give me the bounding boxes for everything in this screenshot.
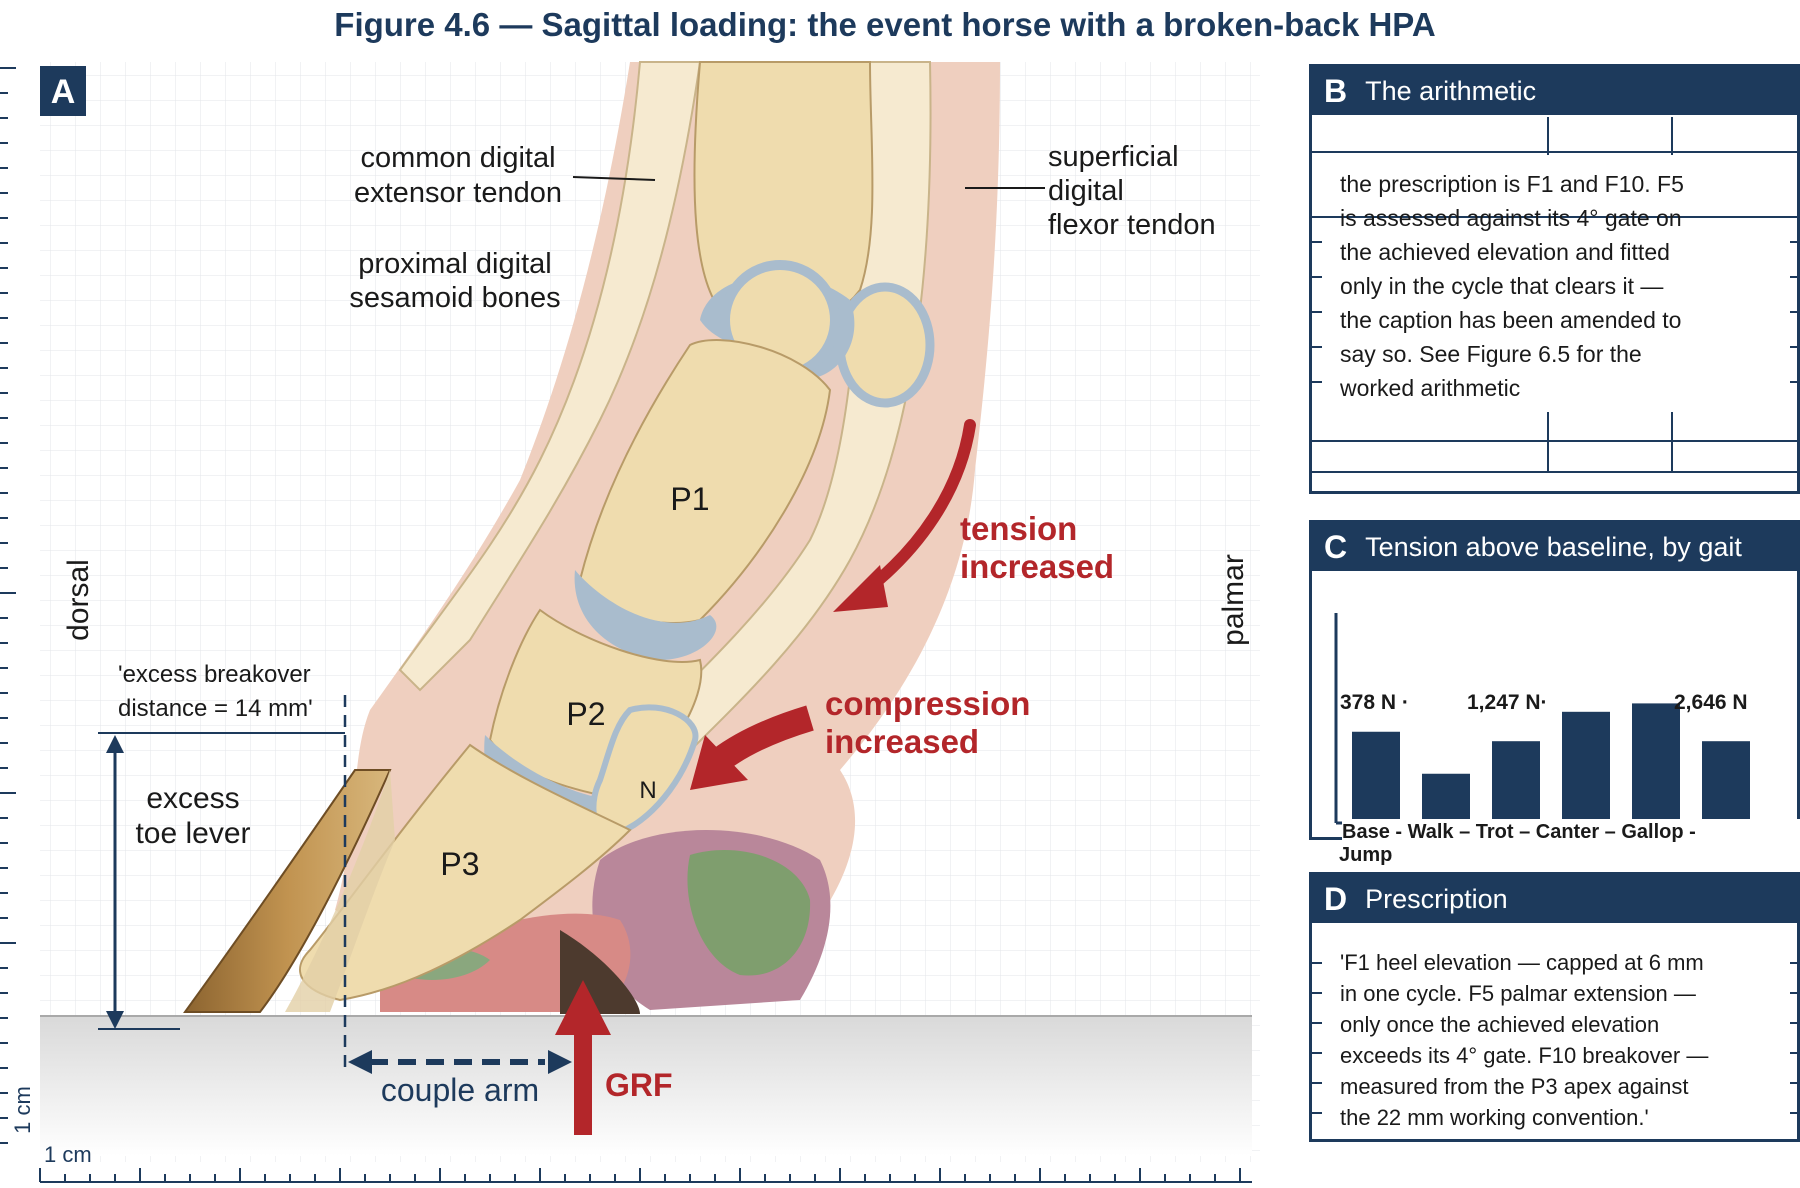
grf-arrow-shaft (574, 1030, 592, 1135)
panel-b-line: only in the cycle that clears it — (1340, 273, 1664, 299)
panel-b: B The arithmetic the prescription is F1 … (1309, 64, 1800, 494)
panel-d-title: Prescription (1365, 883, 1508, 914)
toe-lever-arrow-bottom (106, 1011, 124, 1029)
panel-b-line: is assessed against its 4° gate on (1340, 205, 1682, 231)
panel-b-line: the caption has been amended to (1340, 307, 1682, 333)
label-superficial-line1: superficial (1048, 141, 1179, 173)
label-dorsal: dorsal (62, 559, 95, 641)
label-p2: P2 (566, 696, 605, 732)
panel-d-header: D Prescription (1312, 875, 1797, 923)
bar-annotation: 378 N · (1340, 691, 1409, 714)
laminae (285, 770, 395, 1012)
panel-b-line: the prescription is F1 and F10. F5 (1340, 171, 1684, 197)
panel-b-letter: B (1324, 72, 1348, 109)
panel-d-line: only once the achieved elevation (1340, 1012, 1660, 1037)
bar-annotation: 1,247 N· (1467, 691, 1548, 714)
panel-b-header: B The arithmetic (1312, 67, 1797, 115)
sesamoid-bone (835, 282, 935, 408)
hoof-wall (183, 769, 392, 1013)
bar-annotation: 2,646 N (1674, 691, 1748, 714)
bar-trot (1492, 741, 1540, 821)
panel-a-diagram: 1 cm 1 cm (0, 61, 1260, 1183)
scale-bottom-label: 1 cm (44, 1142, 92, 1167)
panel-d-ticks (1312, 962, 1800, 1114)
couple-arm-left-head (348, 1050, 372, 1074)
panel-d-letter: D (1324, 880, 1348, 917)
panel-b-text: the prescription is F1 and F10. F5 is as… (1340, 167, 1684, 405)
panel-d: D Prescription 'F1 heel elevation — capp… (1309, 872, 1800, 1142)
compression-arrow-shaft (712, 705, 814, 771)
panel-b-line: worked arithmetic (1340, 375, 1521, 401)
leader-extensor (572, 176, 656, 181)
bar-canter (1562, 711, 1610, 821)
panel-a-letter: A (51, 73, 76, 111)
bar-base (1352, 731, 1400, 821)
panel-b-title: The arithmetic (1365, 75, 1537, 106)
label-superficial-line3: flexor tendon (1048, 209, 1216, 241)
bottom-ruler (39, 1168, 1252, 1183)
chart-x-labels-wrap: Jump (1339, 844, 1393, 866)
label-tension-line2: increased (960, 548, 1114, 585)
bar-gallop (1632, 703, 1680, 821)
extensor-tendon-band (398, 61, 702, 692)
panel-d-line: measured from the P3 apex against (1340, 1074, 1689, 1099)
label-sesamoid-line2: sesamoid bones (349, 282, 560, 314)
label-couple-arm: couple arm (381, 1072, 539, 1108)
tension-arrow-head (833, 565, 888, 612)
label-breakover-line1: 'excess breakover (118, 661, 311, 688)
pastern-cartilage (574, 570, 717, 660)
label-toe-lever-line1: excess (146, 782, 239, 815)
panel-c-title: Tension above baseline, by gait (1365, 531, 1742, 562)
label-common-extensor-line1: common digital (360, 142, 555, 174)
panel-c: C Tension above baseline, by gait 378 N … (1309, 520, 1800, 845)
label-tension-line1: tension (960, 510, 1077, 547)
couple-arm-right-head (548, 1050, 572, 1074)
label-grf: GRF (605, 1067, 673, 1103)
label-p1: P1 (670, 481, 709, 517)
label-compression-line1: compression (825, 685, 1030, 722)
figure-title: Figure 4.6 — Sagittal loading: the event… (334, 6, 1436, 43)
label-common-extensor-line2: extensor tendon (354, 177, 562, 209)
toe-lever-arrow-top (106, 735, 124, 753)
panel-b-line: the achieved elevation and fitted (1340, 239, 1670, 265)
scale-left-label: 1 cm (10, 1086, 35, 1134)
panel-d-line: in one cycle. F5 palmar extension — (1340, 981, 1696, 1006)
lateral-cartilage (687, 850, 811, 976)
panel-d-line: 'F1 heel elevation — capped at 6 mm (1340, 950, 1704, 975)
label-palmar: palmar (1217, 554, 1250, 646)
label-sesamoid-line1: proximal digital (358, 248, 551, 280)
panel-d-text: 'F1 heel elevation — capped at 6 mm in o… (1340, 947, 1708, 1133)
bar-jump (1702, 741, 1750, 821)
label-compression-line2: increased (825, 723, 979, 760)
panel-a-badge (40, 66, 86, 116)
left-ruler (0, 67, 16, 1144)
label-breakover-line2: distance = 14 mm' (118, 695, 313, 722)
grf-arrow-head (555, 980, 611, 1035)
label-navicular: N (639, 777, 656, 804)
compression-arrow-head (690, 735, 748, 790)
bar-walk (1422, 773, 1470, 821)
label-superficial-line2: digital (1048, 175, 1124, 207)
ground-surface (40, 1016, 1252, 1156)
chart-x-labels: Base - Walk – Trot – Canter – Gallop - (1342, 821, 1696, 843)
panel-c-letter: C (1324, 528, 1348, 565)
panel-b-table-lines (1312, 117, 1800, 473)
panel-d-line: the 22 mm working convention.' (1340, 1105, 1649, 1130)
label-toe-lever-line2: toe lever (135, 817, 250, 850)
panel-d-line: exceeds its 4° gate. F10 breakover — (1340, 1043, 1709, 1068)
label-p3: P3 (440, 846, 479, 882)
panel-b-line: say so. See Figure 6.5 for the (1340, 341, 1642, 367)
panel-c-bar-chart: 378 N · 1,247 N· 2,646 N (1334, 613, 1797, 825)
panel-c-header: C Tension above baseline, by gait (1312, 523, 1797, 571)
